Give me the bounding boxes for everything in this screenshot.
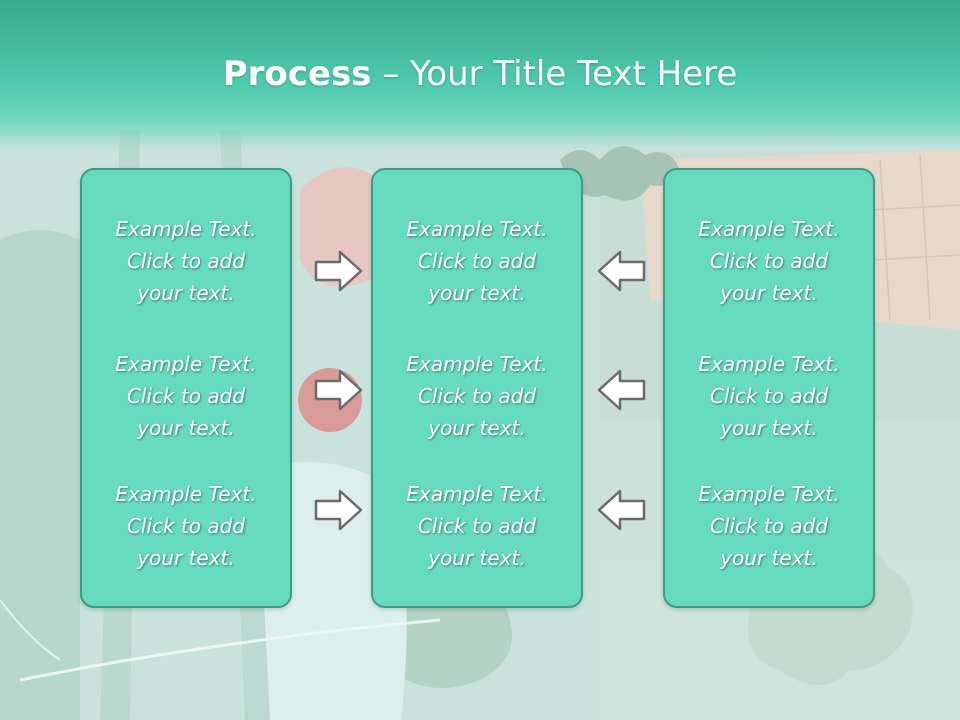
slide-title[interactable]: Process – Your Title Text Here [0,52,960,96]
right-arrow-icon[interactable] [314,488,364,532]
text-placeholder[interactable]: Example Text. Click to add your text. [698,352,840,440]
left-arrow-icon[interactable] [596,488,646,532]
text-placeholder[interactable]: Example Text. Click to add your text. [698,217,840,305]
right-arrow-icon[interactable] [314,249,364,293]
left-arrow-icon[interactable] [596,368,646,412]
text-placeholder[interactable]: Example Text. Click to add your text. [406,217,548,305]
panel-left[interactable]: Example Text. Click to add your text. Ex… [80,168,292,608]
text-placeholder[interactable]: Example Text. Click to add your text. [115,482,257,570]
right-arrow-icon[interactable] [314,368,364,412]
text-placeholder[interactable]: Example Text. Click to add your text. [698,482,840,570]
title-bold: Process [222,54,372,94]
text-placeholder[interactable]: Example Text. Click to add your text. [406,482,548,570]
panel-middle[interactable]: Example Text. Click to add your text. Ex… [371,168,583,608]
title-rest: – Your Title Text Here [371,54,738,94]
title-banner [0,0,960,150]
text-placeholder[interactable]: Example Text. Click to add your text. [115,217,257,305]
left-arrow-icon[interactable] [596,249,646,293]
panel-right[interactable]: Example Text. Click to add your text. Ex… [663,168,875,608]
text-placeholder[interactable]: Example Text. Click to add your text. [406,352,548,440]
text-placeholder[interactable]: Example Text. Click to add your text. [115,352,257,440]
